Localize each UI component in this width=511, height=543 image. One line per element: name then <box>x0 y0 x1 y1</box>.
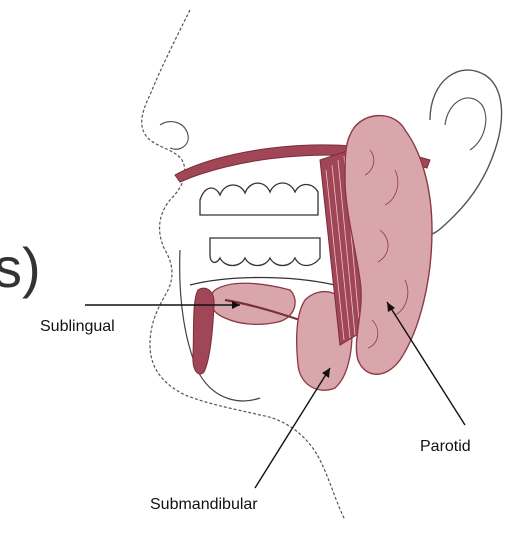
mandible-outline <box>180 250 260 401</box>
parotid-gland <box>345 116 432 375</box>
parotid-label: Parotid <box>420 438 471 456</box>
cropped-title-fragment: s) <box>0 240 41 296</box>
face-profile-outline <box>142 10 345 520</box>
sublingual-label: Sublingual <box>40 318 115 336</box>
parotid-leader-line <box>387 302 465 425</box>
ear-outline <box>425 70 502 234</box>
upper-teeth <box>200 183 318 215</box>
submandibular-leader-line <box>255 368 330 488</box>
ear-inner <box>445 98 486 150</box>
lower-teeth <box>210 238 320 266</box>
submandibular-label: Submandibular <box>150 496 258 514</box>
sublingual-lobe <box>193 288 214 374</box>
nose-outline <box>160 122 188 150</box>
sublingual-gland <box>210 283 295 324</box>
